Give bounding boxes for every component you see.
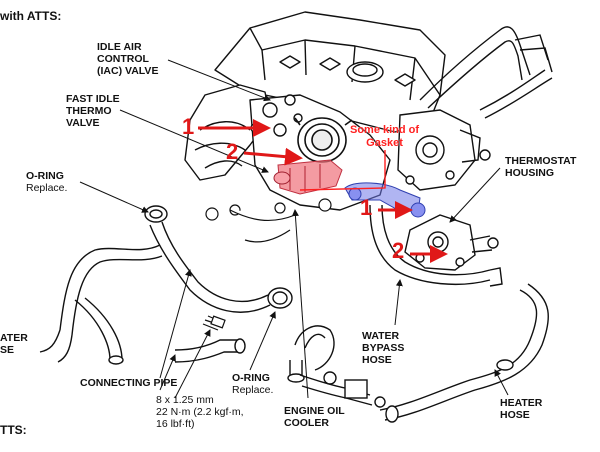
- water-bypass-hose: [369, 204, 503, 287]
- diagram-footer: TTS:: [0, 423, 27, 437]
- label-connecting-pipe: CONNECTING PIPE: [80, 377, 178, 389]
- oil-cooler-hoses: [299, 371, 386, 408]
- distributor-area: [397, 109, 491, 191]
- diagram-header: with ATTS:: [0, 9, 62, 23]
- thermostat-housing: [404, 214, 499, 271]
- red-number-1-left: 1: [182, 114, 195, 139]
- throttle-body: [294, 117, 353, 163]
- upper-right-hose: [419, 26, 553, 119]
- red-number-1-right: 1: [360, 195, 373, 220]
- lower-pipes: [174, 325, 335, 383]
- red-arrows: [198, 119, 448, 263]
- connecting-pipe: [144, 205, 293, 313]
- engine-block: [214, 11, 446, 133]
- red-number-2-right: 2: [392, 238, 405, 263]
- small-parts: [202, 198, 332, 331]
- gasket-highlight: [273, 159, 343, 195]
- leader-lines: [79, 59, 509, 399]
- left-water-hose: [39, 244, 163, 365]
- red-arrow-2-left: [243, 147, 303, 166]
- heater-hose: [379, 283, 549, 423]
- red-number-2-left: 2: [226, 139, 239, 164]
